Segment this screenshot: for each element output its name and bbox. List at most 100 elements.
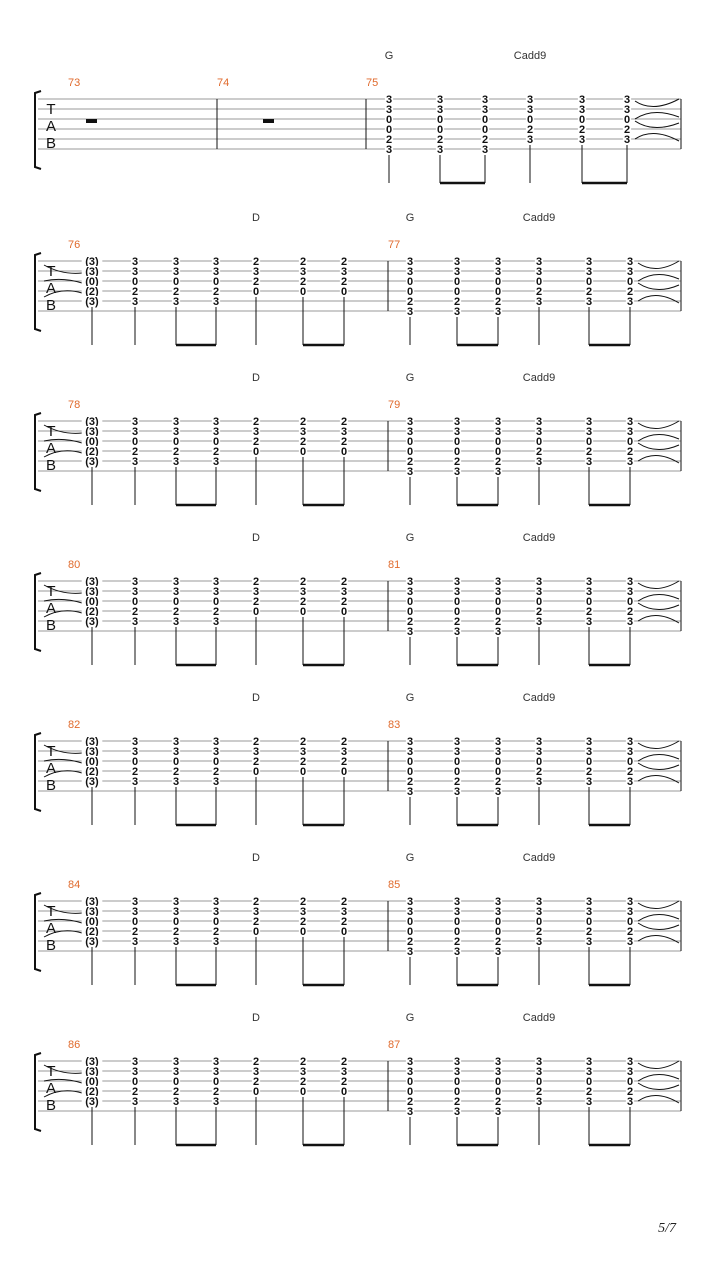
fret-number: 0	[300, 766, 306, 778]
fret-bg	[584, 746, 594, 756]
fret-number: 2	[495, 296, 501, 308]
fret-bg	[384, 144, 394, 154]
fret-bg	[81, 266, 103, 276]
fret-number: (3)	[85, 1056, 99, 1068]
fret-number: 2	[300, 1056, 306, 1068]
tie-arc	[43, 744, 83, 754]
fret-number: 3	[341, 1066, 347, 1078]
fret-bg	[130, 916, 140, 926]
fret-number: 3	[627, 746, 633, 758]
fret-bg	[452, 456, 462, 466]
fret-number: 3	[495, 576, 501, 588]
fret-number: 3	[495, 256, 501, 268]
fret-number: 0	[407, 1076, 413, 1088]
fret-bg	[251, 436, 261, 446]
chord-name: G	[406, 692, 415, 704]
fret-bg	[435, 104, 445, 114]
fret-bg	[130, 1086, 140, 1096]
chord-name: D	[252, 372, 260, 384]
fret-number: 3	[341, 906, 347, 918]
measure-number: 79	[388, 399, 400, 411]
fret-bg	[298, 286, 308, 296]
tie-arc	[637, 580, 680, 589]
fret-number: 3	[627, 896, 633, 908]
fret-number: 3	[454, 576, 460, 588]
fret-number: 3	[627, 576, 633, 588]
fret-number: 3	[536, 736, 542, 748]
tab-clef-letter: B	[46, 617, 56, 634]
fret-bg	[251, 746, 261, 756]
tab-clef-letter: B	[46, 937, 56, 954]
fret-number: 3	[173, 776, 179, 788]
fret-number: 2	[586, 606, 592, 618]
fret-number: 0	[536, 916, 542, 928]
fret-number: 3	[627, 736, 633, 748]
fret-number: 0	[586, 756, 592, 768]
fret-bg	[405, 466, 415, 476]
fret-bg	[405, 736, 415, 746]
fret-number: 3	[454, 1056, 460, 1068]
fret-number: 2	[213, 1086, 219, 1098]
fret-bg	[171, 1096, 181, 1106]
fret-number: 0	[407, 916, 413, 928]
fret-number: 3	[300, 426, 306, 438]
fret-bg	[81, 1066, 103, 1076]
fret-number: 3	[627, 416, 633, 428]
fret-bg	[211, 916, 221, 926]
fret-number: 3	[213, 256, 219, 268]
fret-bg	[405, 1056, 415, 1066]
tab-clef-letter: A	[46, 920, 56, 937]
fret-number: 3	[495, 466, 501, 478]
fret-number: 2	[454, 456, 460, 468]
fret-bg	[130, 296, 140, 306]
fret-bg	[493, 446, 503, 456]
fret-number: 2	[132, 926, 138, 938]
fret-bg	[171, 756, 181, 766]
fret-number: 0	[173, 756, 179, 768]
tab-clef-letter: A	[46, 118, 56, 135]
fret-number: 3	[454, 416, 460, 428]
fret-number: 2	[253, 276, 259, 288]
fret-bg	[130, 576, 140, 586]
fret-number: 3	[407, 576, 413, 588]
fret-number: 2	[407, 296, 413, 308]
fret-number: 2	[454, 616, 460, 628]
fret-number: 3	[536, 616, 542, 628]
fret-number: 3	[132, 1096, 138, 1108]
measure-number: 77	[388, 239, 400, 251]
fret-number: 3	[132, 1066, 138, 1078]
fret-number: 3	[586, 776, 592, 788]
fret-bg	[435, 144, 445, 154]
fret-number: 3	[173, 456, 179, 468]
fret-number: 2	[213, 286, 219, 298]
fret-bg	[534, 1056, 544, 1066]
fret-number: 0	[482, 124, 488, 136]
fret-number: 3	[213, 586, 219, 598]
fret-number: (2)	[85, 1086, 99, 1098]
fret-number: (0)	[85, 916, 99, 928]
fret-bg	[251, 736, 261, 746]
fret-bg	[534, 286, 544, 296]
fret-bg	[625, 1066, 635, 1076]
fret-bg	[298, 276, 308, 286]
fret-number: 2	[132, 286, 138, 298]
tie-arc	[637, 274, 680, 282]
fret-bg	[211, 936, 221, 946]
fret-number: 2	[300, 1076, 306, 1088]
fret-number: 0	[627, 276, 633, 288]
fret-number: (0)	[85, 276, 99, 288]
fret-bg	[339, 916, 349, 926]
fret-number: 0	[253, 286, 259, 298]
fret-bg	[584, 576, 594, 586]
fret-bg	[405, 286, 415, 296]
fret-number: 3	[173, 256, 179, 268]
fret-bg	[211, 256, 221, 266]
chord-name: Cadd9	[523, 212, 555, 224]
fret-bg	[130, 616, 140, 626]
measure-number: 75	[366, 77, 378, 89]
fret-bg	[480, 114, 490, 124]
fret-bg	[339, 256, 349, 266]
fret-bg	[534, 426, 544, 436]
fret-bg	[625, 436, 635, 446]
fret-number: 3	[386, 94, 392, 106]
